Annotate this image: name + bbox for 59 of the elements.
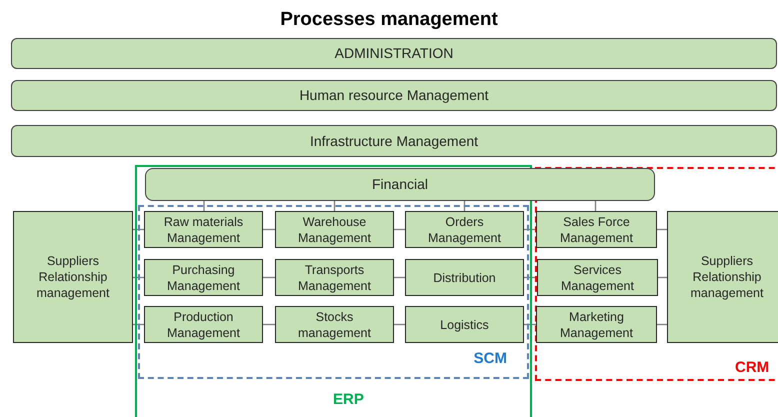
connector-line: [594, 201, 596, 211]
process-label: Suppliers Relationship management: [690, 253, 764, 301]
connector-line: [263, 324, 275, 326]
connector-line: [524, 228, 536, 230]
process-label: Suppliers Relationship management: [36, 253, 110, 301]
process-label: Distribution: [433, 270, 496, 286]
process-label: Financial: [372, 175, 428, 194]
process-box: [536, 211, 657, 248]
connector-line: [394, 228, 405, 230]
connector-line: [657, 228, 667, 230]
process-bar: [11, 38, 777, 69]
process-label: Logistics: [440, 316, 489, 332]
process-label: Marketing Management: [559, 308, 634, 340]
connector-line: [394, 276, 405, 278]
connector-line: [394, 324, 405, 326]
region-label: ERP: [333, 390, 364, 410]
process-box: [536, 306, 657, 343]
process-box: [275, 211, 394, 248]
process-box: [13, 211, 133, 343]
process-box: [405, 306, 524, 343]
process-box: [667, 211, 778, 343]
region-label: SCM: [474, 348, 507, 368]
connector-line: [263, 228, 275, 230]
connector-line: [657, 324, 667, 326]
connector-line: [203, 201, 205, 211]
process-box: [144, 211, 263, 248]
process-label: Transports Management: [297, 262, 372, 294]
process-bar: [145, 168, 655, 201]
connector-line: [464, 201, 466, 211]
process-box: [275, 259, 394, 296]
process-box: [405, 211, 524, 248]
process-box: [537, 259, 658, 296]
process-bar: [11, 80, 777, 111]
process-box: [144, 259, 263, 296]
connector-line: [263, 276, 275, 278]
region-label: CRM: [735, 358, 770, 378]
process-label: Production Management: [166, 308, 241, 340]
process-label: Raw materials Management: [162, 214, 244, 246]
process-label: Services Management: [560, 262, 635, 294]
region-frame: [138, 205, 529, 379]
process-box: [275, 306, 394, 343]
process-box: [144, 306, 263, 343]
process-label: Warehouse Management: [297, 214, 372, 246]
connector-line: [334, 201, 336, 211]
connector-line: [133, 324, 144, 326]
connector-line: [524, 276, 537, 278]
process-label: Orders Management: [427, 214, 502, 246]
process-label: Purchasing Management: [166, 262, 241, 294]
connector-line: [133, 276, 144, 278]
process-label: Stocks management: [297, 308, 372, 340]
process-label: ADMINISTRATION: [334, 44, 454, 63]
connector-line: [524, 324, 536, 326]
process-label: Sales Force Management: [559, 214, 634, 246]
process-box: [405, 259, 524, 296]
connector-line: [133, 228, 144, 230]
process-label: Infrastructure Management: [310, 132, 478, 151]
diagram-title: Processes management: [279, 8, 499, 32]
process-bar: [11, 125, 777, 157]
process-label: Human resource Management: [299, 86, 489, 105]
